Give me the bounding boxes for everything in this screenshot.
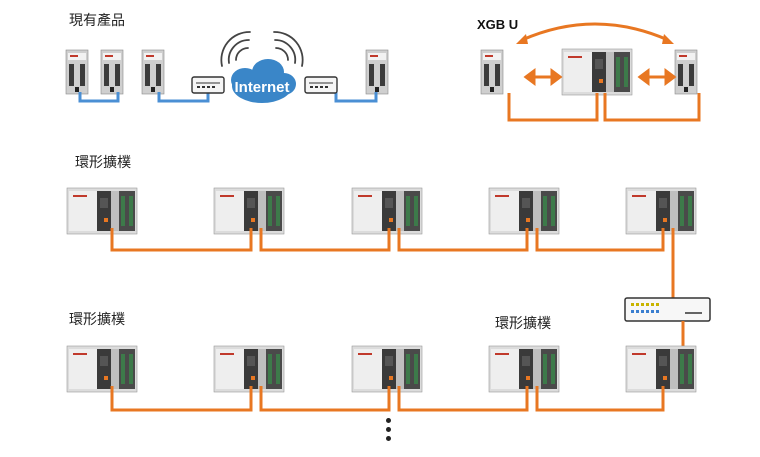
ring-row-2 [66, 345, 697, 412]
xgb-main-rack [561, 48, 633, 96]
legacy-plc-2 [100, 49, 124, 95]
legacy-plc-4 [365, 49, 389, 95]
ring2-plc-2 [213, 345, 285, 393]
network-switch [624, 297, 711, 322]
continuation-dots [386, 418, 394, 445]
ring1-plc-1 [66, 187, 138, 235]
ring2-plc-4 [488, 345, 560, 393]
internet-cloud: Internet [231, 59, 296, 103]
xgb-plc-right [674, 49, 698, 95]
wireless-signal-icon [220, 31, 304, 67]
ring-topology-label-2: 環形擴樸 [69, 312, 125, 328]
ring2-plc-3 [351, 345, 423, 393]
xgb-u-group [480, 22, 701, 122]
ring2-plc-5 [625, 345, 697, 393]
router-left [191, 76, 225, 94]
router-right [304, 76, 338, 94]
ring2-plc-1 [66, 345, 138, 393]
legacy-plc-3 [141, 49, 165, 95]
ring1-plc-2 [213, 187, 285, 235]
existing-products-label: 現有產品 [69, 13, 125, 29]
ring-topology-label-3: 環形擴樸 [495, 316, 551, 332]
ring1-plc-3 [351, 187, 423, 235]
ring1-plc-4 [488, 187, 560, 235]
xgb-u-label: XGB U [477, 17, 519, 32]
ring1-plc-5 [625, 187, 697, 235]
ring-row-1 [66, 187, 697, 298]
legacy-plc-1 [65, 49, 89, 95]
ring-topology-label-1: 環形擴樸 [75, 155, 131, 171]
xgb-plc-left [480, 49, 504, 95]
existing-products-group: Internet [65, 31, 389, 103]
internet-label: Internet [234, 79, 289, 96]
